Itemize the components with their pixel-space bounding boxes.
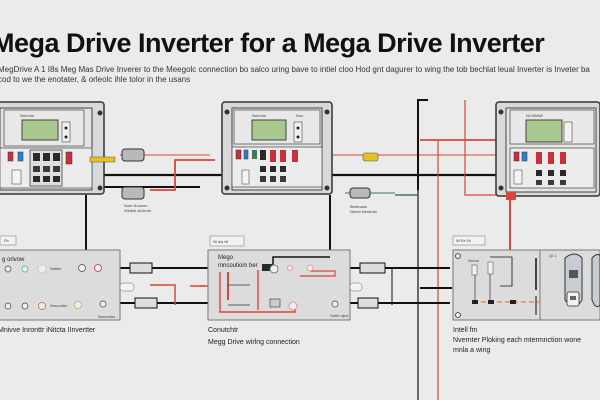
switch-red [536, 152, 542, 164]
panel-tag-text: Fb [4, 238, 9, 243]
panel-tag [209, 235, 245, 247]
screw [97, 110, 103, 116]
panel-heading: g orivow [2, 257, 25, 263]
unit-label: NCNNNE [526, 113, 543, 118]
port-label: Nnuunder [50, 303, 68, 308]
screw [324, 109, 330, 115]
panel-tag [0, 235, 17, 246]
side-switch [61, 121, 71, 143]
page-title: Mega Drive Inverter for a Mega Drive Inv… [0, 28, 545, 58]
unit-side-label: Nuo [296, 113, 304, 118]
panel-right: Ni Ee Ni Nrnnd Ql 1 [452, 235, 600, 321]
switch-red [65, 151, 73, 165]
connector-note: Note Nuonen [124, 203, 148, 208]
side-label: Ql 1 [549, 253, 557, 258]
switch-red [548, 152, 554, 164]
screw [97, 185, 103, 191]
panel-left: Fb g orivow Niditer Nnuunder Nnmndon [0, 235, 158, 321]
lcd-screen [525, 119, 563, 143]
switch-red [270, 150, 276, 162]
panel-heading-line1: Mego [218, 255, 234, 261]
wire-red [150, 159, 215, 191]
panel-tag-text: Ni Ee Ni [456, 238, 471, 243]
switch-red [7, 151, 14, 162]
caption-right-line2: Nvernter Ploking each mtermnction wone [453, 337, 582, 344]
caption-middle-line1: Conutchtr [208, 327, 239, 334]
caption-middle-line2: Megg Drive wirlng connection [208, 339, 300, 346]
sensor-device [591, 253, 600, 308]
caption-left: Mnivve Inronttr iNitcta IInvertter [0, 327, 96, 334]
switch-blue [243, 149, 249, 160]
connector-note: Nenel elentnan [350, 209, 377, 214]
connector-plug [349, 187, 371, 199]
connector-plug [121, 148, 145, 162]
lcd-screen [251, 119, 287, 141]
lcd-screen [21, 119, 59, 141]
screw [498, 185, 504, 191]
connector-note: Wedull wiJnrde [124, 208, 152, 213]
panel-corner-note: Sarte dpot [330, 313, 349, 318]
switch-blue [521, 151, 528, 162]
switch-red [280, 150, 286, 162]
port-label: Niditer [50, 266, 62, 271]
caption-right-line3: mnla a wing [453, 347, 491, 354]
caption-right-line1: Intell fm [453, 327, 478, 334]
panel-tag [452, 235, 486, 246]
connector-plug [121, 186, 145, 200]
description-line-1: MegDrive A 1 I8s Meg Mas Drive Inverer t… [0, 65, 590, 74]
switch-red [560, 152, 566, 164]
switch-red [292, 150, 298, 162]
switch-red [235, 149, 242, 160]
sensor-device [564, 253, 583, 307]
terminal-block [359, 262, 386, 274]
wire-black [417, 99, 428, 190]
description: MegDrive A 1 I8s Meg Mas Drive Inverer t… [0, 65, 590, 85]
inverter-unit-2: Nnnnnd Nuo [221, 101, 333, 195]
screw [224, 109, 230, 115]
connector-yellow [89, 156, 116, 163]
terminal-block [357, 297, 379, 309]
wire-red [464, 100, 510, 196]
screw [324, 185, 330, 191]
inverter-unit-1: Nnnnnd [0, 101, 105, 195]
switch-blue [17, 151, 24, 162]
screw [498, 109, 504, 115]
panel-tag-text: Ni ieq Ni [213, 239, 228, 244]
terminal-block [129, 262, 153, 274]
panel-corner-note: Nnmndon [98, 314, 115, 319]
panel-middle: Ni ieq Ni Mego mncoutiom ber Sarte dpot [207, 235, 386, 321]
unit-label: Nnnnnd [20, 113, 34, 118]
terminal-block [134, 297, 158, 309]
connector-yellow [362, 152, 379, 162]
unit-label: Nnnnnd [252, 113, 266, 118]
panel-box [0, 249, 121, 321]
switch-red [513, 151, 520, 162]
wire-red [150, 284, 176, 305]
panel-heading-line2: mncoutiom ber [218, 263, 258, 269]
description-line-2: cod to we the enotater, & orleolc ihle t… [0, 75, 191, 84]
device-label: Nrnnd [468, 258, 479, 263]
screw [224, 185, 230, 191]
connector-note: Betenaan [350, 204, 367, 209]
inverter-unit-3: NCNNNE [495, 101, 600, 200]
